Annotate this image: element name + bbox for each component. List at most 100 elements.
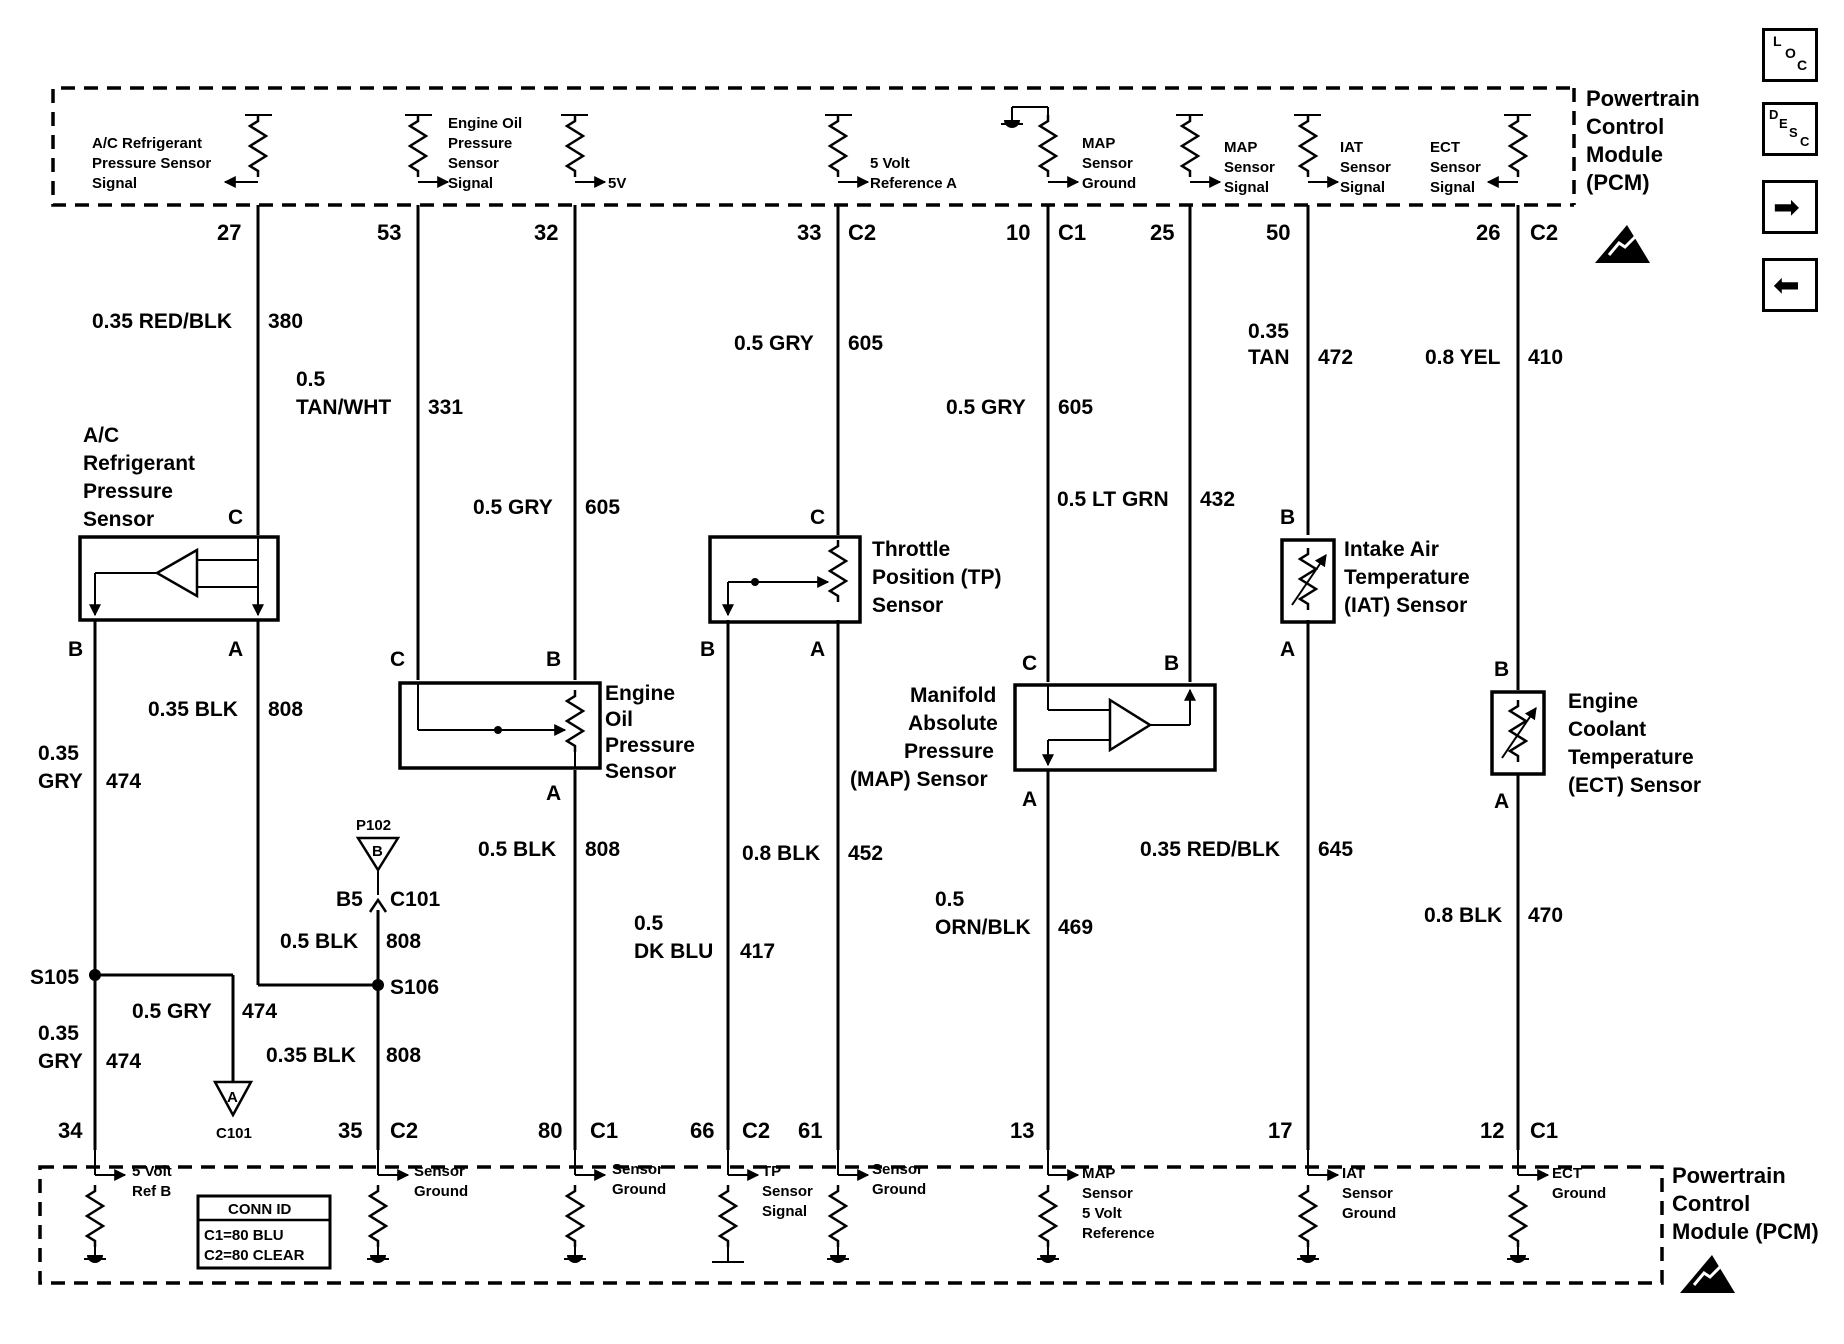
svg-text:A: A [1280,638,1295,661]
svg-text:0.8 BLK: 0.8 BLK [1424,904,1502,927]
pcm-top-box [51,86,1576,207]
svg-text:470: 470 [1528,904,1563,927]
previous-page-button[interactable]: ⬅ [1762,258,1818,312]
ac-refrigerant-pressure-sensor: A/C Refrigerant Pressure Sensor C B A [68,424,280,661]
svg-text:Sensor: Sensor [762,1183,813,1200]
svg-text:Ground: Ground [872,1181,926,1198]
svg-text:CONN ID: CONN ID [228,1201,292,1218]
svg-text:Manifold: Manifold [910,684,996,707]
svg-text:Pressure: Pressure [448,135,512,152]
svg-text:A: A [810,638,825,661]
location-button[interactable]: L O C [1762,28,1818,82]
svg-text:IAT: IAT [1342,1165,1365,1182]
svg-text:Signal: Signal [448,175,493,192]
splice-s106 [372,979,384,991]
loc-letter-o: O [1785,45,1796,61]
svg-text:MAP: MAP [1082,135,1115,152]
pcm-bottom-title: Powertrain Control Module (PCM) [1672,1163,1819,1244]
svg-text:TAN: TAN [1248,346,1290,369]
ect-sensor: B A Engine Coolant Temperature (ECT) Sen… [1490,658,1701,813]
wires [93,205,1520,1150]
svg-text:C1: C1 [1530,1118,1558,1143]
svg-text:0.35 RED/BLK: 0.35 RED/BLK [92,310,232,333]
svg-text:12: 12 [1480,1118,1504,1143]
description-button[interactable]: D E S C [1762,102,1818,156]
svg-text:808: 808 [386,930,421,953]
svg-text:Sensor: Sensor [872,1161,923,1178]
svg-text:66: 66 [690,1118,714,1143]
svg-text:GRY: GRY [38,770,83,793]
next-page-button[interactable]: ➡ [1762,180,1818,234]
arrow-right-icon: ➡ [1773,188,1800,226]
svg-text:Signal: Signal [92,175,137,192]
svg-text:Ground: Ground [414,1183,468,1200]
svg-text:ECT: ECT [1430,139,1460,156]
svg-text:0.5 LT GRN: 0.5 LT GRN [1057,488,1169,511]
svg-text:C2: C2 [390,1118,418,1143]
svg-text:34: 34 [58,1118,83,1143]
svg-text:C2: C2 [1530,220,1558,245]
svg-text:Sensor: Sensor [1224,159,1275,176]
svg-text:50: 50 [1266,220,1290,245]
svg-text:Reference A: Reference A [870,175,957,192]
svg-text:DK BLU: DK BLU [634,940,713,963]
bottom-pin-numbers: 34 35 C2 80 C1 66 C2 61 13 17 12 C1 [58,1118,1558,1143]
svg-text:0.5 BLK: 0.5 BLK [280,930,358,953]
svg-text:25: 25 [1150,220,1174,245]
connector-callouts: P102 B B5 C101 S105 S106 A C101 [30,817,441,1142]
map-sensor: C B A Manifold Absolute Pressure (MAP) S… [850,652,1217,811]
wire-labels: 0.35 RED/BLK 380 0.5 TAN/WHT 331 0.5 GRY… [38,310,1563,1073]
svg-text:53: 53 [377,220,401,245]
svg-text:B5: B5 [336,888,363,911]
svg-text:C2=80 CLEAR: C2=80 CLEAR [204,1247,305,1264]
svg-text:A: A [1494,790,1509,813]
svg-text:A: A [228,638,243,661]
svg-text:472: 472 [1318,346,1353,369]
svg-text:0.5: 0.5 [935,888,965,911]
svg-text:605: 605 [848,332,883,355]
svg-text:GRY: GRY [38,1050,83,1073]
svg-text:26: 26 [1476,220,1500,245]
svg-text:A: A [1022,788,1037,811]
svg-text:Signal: Signal [1430,179,1475,196]
svg-text:B: B [1494,658,1509,681]
svg-text:IAT: IAT [1340,139,1363,156]
arrow-left-icon: ⬅ [1773,266,1800,304]
svg-text:Oil: Oil [605,708,633,731]
svg-text:Ground: Ground [1342,1205,1396,1222]
svg-text:0.35 RED/BLK: 0.35 RED/BLK [1140,838,1280,861]
svg-text:469: 469 [1058,916,1093,939]
svg-text:B: B [372,843,383,860]
svg-text:0.5: 0.5 [296,368,326,391]
svg-text:Engine: Engine [1568,690,1638,713]
svg-text:Ref B: Ref B [132,1183,171,1200]
svg-text:Ground: Ground [612,1181,666,1198]
svg-text:331: 331 [428,396,463,419]
svg-text:C: C [390,648,405,671]
desc-letter-s: S [1789,125,1798,140]
svg-text:C1: C1 [1058,220,1086,245]
svg-text:C: C [1022,652,1037,675]
svg-text:645: 645 [1318,838,1353,861]
svg-text:Pressure: Pressure [605,734,695,757]
svg-text:474: 474 [106,770,141,793]
svg-text:0.35: 0.35 [38,742,79,765]
svg-text:A: A [546,782,561,805]
esd-warning-icon [1595,225,1650,263]
svg-text:605: 605 [1058,396,1093,419]
svg-text:13: 13 [1010,1118,1034,1143]
svg-text:5 Volt: 5 Volt [1082,1205,1122,1222]
svg-text:80: 80 [538,1118,562,1143]
svg-text:Signal: Signal [1340,179,1385,196]
svg-text:0.5 GRY: 0.5 GRY [473,496,553,519]
svg-text:Refrigerant: Refrigerant [83,452,195,475]
svg-text:Control: Control [1586,114,1664,139]
loc-letter-l: L [1773,33,1782,49]
svg-text:380: 380 [268,310,303,333]
svg-text:0.5 GRY: 0.5 GRY [946,396,1026,419]
esd-warning-icon [1680,1255,1735,1293]
svg-text:0.8 BLK: 0.8 BLK [742,842,820,865]
svg-text:(IAT) Sensor: (IAT) Sensor [1344,594,1467,617]
svg-text:5 Volt: 5 Volt [132,1163,172,1180]
pcm-top-internal [223,106,1531,188]
